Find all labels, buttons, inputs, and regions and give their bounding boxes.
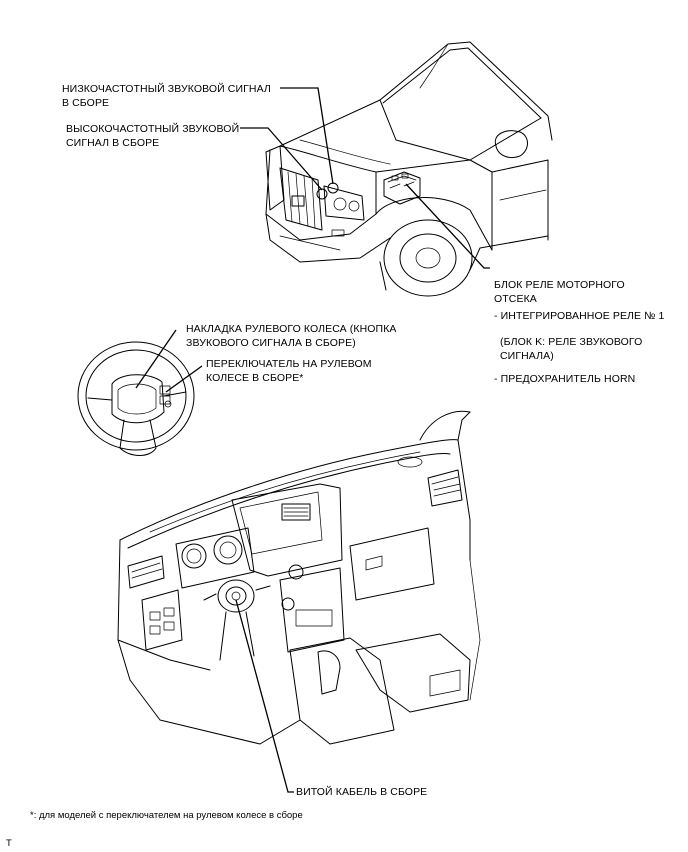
label-relay-item-horn-fuse: - ПРЕДОХРАНИТЕЛЬ HORN: [494, 373, 636, 385]
label-steering-wheel-switch: ПЕРЕКЛЮЧАТЕЛЬ НА РУЛЕВОМ КОЛЕСЕ В СБОРЕ*: [206, 358, 372, 384]
label-engine-relay-block: БЛОК РЕЛЕ МОТОРНОГО ОТСЕКА: [494, 279, 625, 305]
label-relay-item-integrated-relay: - ИНТЕГРИРОВАННОЕ РЕЛЕ № 1: [494, 310, 665, 322]
label-high-frequency-horn: ВЫСОКОЧАСТОТНЫЙ ЗВУКОВОЙ СИГНАЛ В СБОРЕ: [66, 123, 240, 149]
leader-lines: [135, 87, 490, 793]
leader-low-horn: [280, 87, 334, 185]
label-relay-item-horn-relay-note: (БЛОК K: РЕЛЕ ЗВУКОВОГО СИГНАЛА): [500, 336, 643, 362]
leader-high-horn: [240, 127, 323, 191]
leader-wheel-pad: [135, 329, 177, 389]
label-low-frequency-horn: НИЗКОЧАСТОТНЫЙ ЗВУКОВОЙ СИГНАЛ В СБОРЕ: [62, 83, 271, 109]
car-illustration: [265, 41, 553, 297]
dashboard-illustration: [117, 410, 481, 745]
leader-wheel-switch: [165, 365, 203, 393]
leader-spiral-cable: [235, 599, 294, 793]
steering-wheel-illustration: [77, 341, 195, 456]
footnote: *: для моделей с переключателем на рулев…: [30, 810, 303, 821]
leader-relay-block: [405, 183, 490, 269]
label-spiral-cable: ВИТОЙ КАБЕЛЬ В СБОРЕ: [296, 786, 428, 798]
corner-mark: T: [6, 838, 12, 849]
label-steering-wheel-pad: НАКЛАДКА РУЛЕВОГО КОЛЕСА (КНОПКА ЗВУКОВО…: [186, 323, 397, 349]
